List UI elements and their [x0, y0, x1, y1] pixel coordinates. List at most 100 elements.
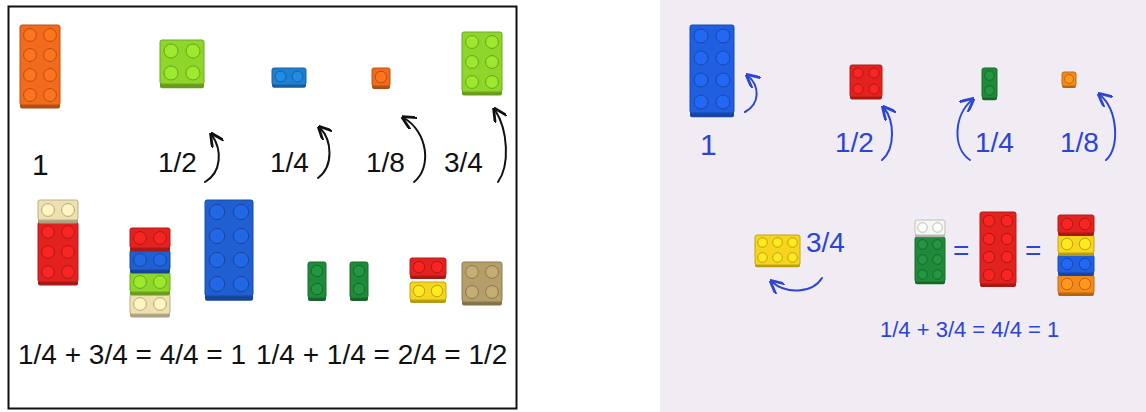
brick-stud [694, 51, 708, 65]
brick-stud [431, 261, 443, 273]
brick-stud [154, 276, 167, 289]
brick-top [1058, 215, 1094, 233]
fraction-label: 1/8 [366, 148, 405, 179]
brick-stud [1001, 251, 1013, 263]
brick-stud [1061, 238, 1073, 250]
brick-stud [1001, 269, 1013, 281]
hand-arrow [772, 278, 822, 291]
equation-label: 1/4 + 3/4 = 4/4 = 1 [880, 318, 1059, 342]
brick-stud [413, 285, 425, 297]
lego-brick [982, 68, 997, 100]
brick-top [372, 68, 390, 86]
brick-stud [983, 269, 995, 281]
brick-stud [933, 240, 943, 250]
brick-stud [292, 71, 303, 82]
brick-stud [233, 252, 248, 267]
brick-stud [62, 246, 75, 259]
lego-brick [915, 237, 945, 284]
brick-stud [209, 276, 224, 291]
brick-stud [24, 49, 37, 62]
fraction-label: 1/8 [1060, 128, 1099, 159]
brick-stud [62, 226, 75, 239]
lego-brick [1062, 72, 1076, 88]
fraction-label: 1/2 [158, 148, 197, 179]
brick-stud [42, 266, 55, 279]
hand-arrow [404, 118, 425, 182]
brick-stud [466, 56, 479, 69]
brick-stud [154, 232, 167, 245]
brick-stud [918, 270, 928, 280]
arrow-group [205, 76, 1115, 291]
brick-stud [1079, 238, 1091, 250]
brick-stud [44, 89, 57, 102]
brick-stud [918, 240, 928, 250]
lego-brick [38, 222, 78, 286]
brick-stud [486, 76, 499, 89]
lego-brick [372, 68, 390, 89]
brick-stud [716, 29, 730, 43]
brick-stud [154, 254, 167, 267]
brick-stud [486, 286, 499, 299]
brick-top [980, 212, 1016, 284]
brick-stud [1079, 218, 1091, 230]
brick-stud [869, 68, 879, 78]
brick-top [130, 228, 170, 248]
brick-top [130, 294, 170, 314]
brick-stud [933, 270, 943, 280]
brick-stud [466, 266, 479, 279]
brick-stud [42, 246, 55, 259]
brick-top [20, 25, 60, 105]
lego-brick [130, 250, 170, 274]
brick-stud [209, 204, 224, 219]
brick-stud [1079, 278, 1091, 290]
brick-stud [694, 95, 708, 109]
fraction-label: 1 [700, 128, 717, 161]
brick-stud [1061, 258, 1073, 270]
brick-stud [353, 265, 365, 277]
equation-label: 1/4 + 1/4 = 2/4 = 1/2 [256, 340, 507, 371]
brick-stud [788, 253, 798, 263]
brick-stud [694, 29, 708, 43]
equation-label: 1/4 + 3/4 = 4/4 = 1 [18, 340, 246, 371]
lego-brick [130, 272, 170, 296]
fraction-label: 1/4 [975, 128, 1014, 159]
brick-stud [1061, 218, 1073, 230]
brick-top [915, 237, 945, 282]
brick-stud [1065, 75, 1074, 84]
hand-arrow [318, 128, 330, 178]
brick-stud [24, 29, 37, 42]
brick-top [690, 25, 734, 113]
brick-stud [983, 215, 995, 227]
brick-top [850, 65, 882, 97]
lego-brick [462, 32, 502, 96]
lego-brick [205, 200, 253, 301]
brick-stud [1001, 215, 1013, 227]
brick-stud [233, 276, 248, 291]
fraction-label: 3/4 [444, 148, 483, 179]
brick-stud [853, 68, 863, 78]
brick-stud [134, 276, 147, 289]
brick-stud [788, 238, 798, 248]
lego-brick [980, 212, 1016, 287]
brick-stud [164, 66, 178, 80]
lego-brick [410, 282, 446, 303]
brick-stud [869, 84, 879, 94]
lego-brick [1058, 275, 1094, 296]
brick-stud [164, 44, 178, 58]
hand-arrow [1100, 95, 1115, 160]
brick-stud [716, 73, 730, 87]
brick-stud [233, 204, 248, 219]
brick-stud [209, 252, 224, 267]
lego-brick [38, 200, 78, 224]
brick-stud [983, 233, 995, 245]
brick-stud [773, 238, 783, 248]
brick-stud [24, 89, 37, 102]
lego-brick [915, 220, 945, 237]
brick-stud [134, 232, 147, 245]
brick-stud [154, 298, 167, 311]
brick-stud [486, 56, 499, 69]
brick-stud [716, 51, 730, 65]
brick-stud [1079, 258, 1091, 270]
fraction-label: 3/4 [806, 228, 845, 259]
